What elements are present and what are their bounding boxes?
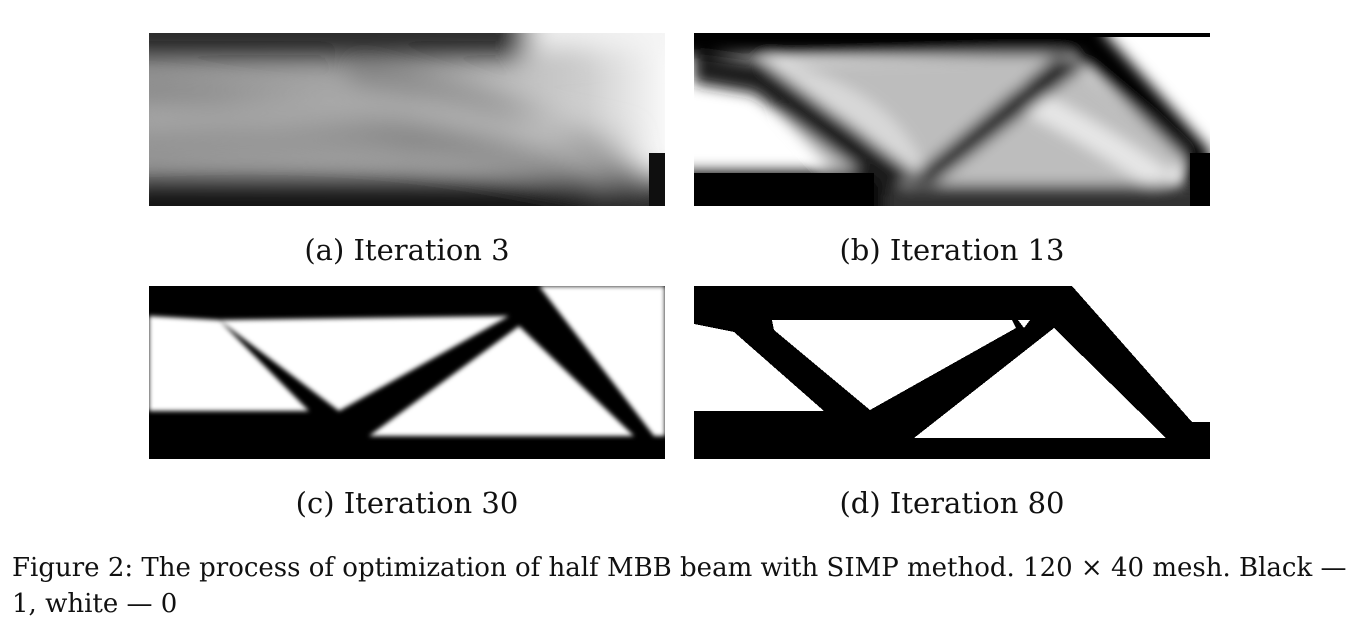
- density-map-iteration-80: [694, 286, 1210, 459]
- subfigure-caption-a: (a) Iteration 3: [304, 233, 510, 267]
- subfigure-caption-d: (d) Iteration 80: [839, 486, 1065, 520]
- density-map-iteration-30: [149, 286, 665, 459]
- figure-caption: Figure 2: The process of optimization of…: [12, 553, 1347, 619]
- density-map-iteration-13: [694, 33, 1210, 206]
- subfigure-caption-c: (c) Iteration 30: [295, 486, 519, 520]
- subfigure-caption-b: (b) Iteration 13: [839, 233, 1065, 267]
- density-map-iteration-3: [149, 33, 665, 206]
